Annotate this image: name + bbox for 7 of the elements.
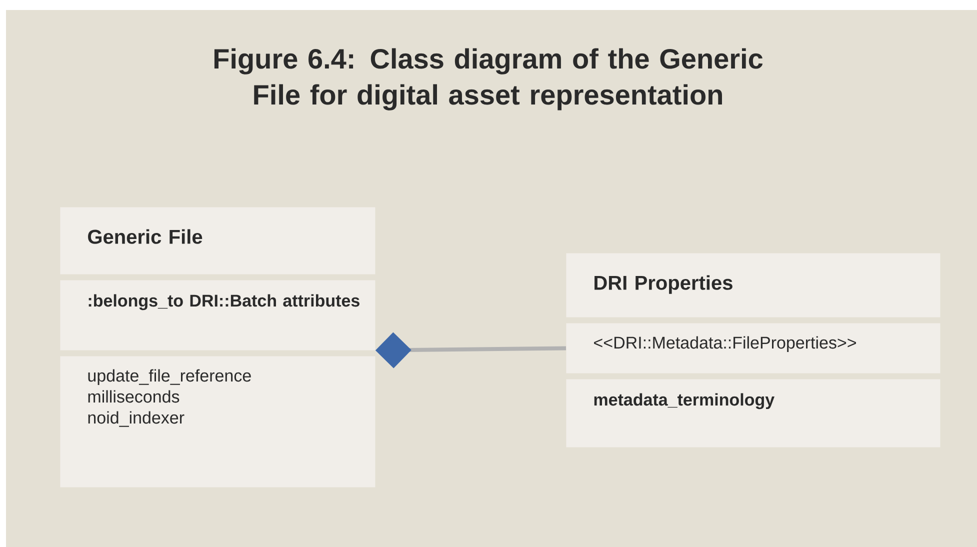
- operation-box: update_file_reference milliseconds noid_indexer: [60, 356, 376, 488]
- attribute-box: :belongs_to DRI::Batch attributes: [60, 280, 376, 350]
- figure-title: Figure 6.4: Class diagram of the Generic File for digital asset representation: [214, 48, 763, 110]
- attribute-box: metadata_terminology: [566, 379, 940, 448]
- class-name-box: Generic File: [60, 207, 376, 274]
- stereotype-box: <<DRI::Metadata::FileProperties>>: [566, 323, 940, 374]
- class-name-box: DRI Properties: [566, 253, 940, 318]
